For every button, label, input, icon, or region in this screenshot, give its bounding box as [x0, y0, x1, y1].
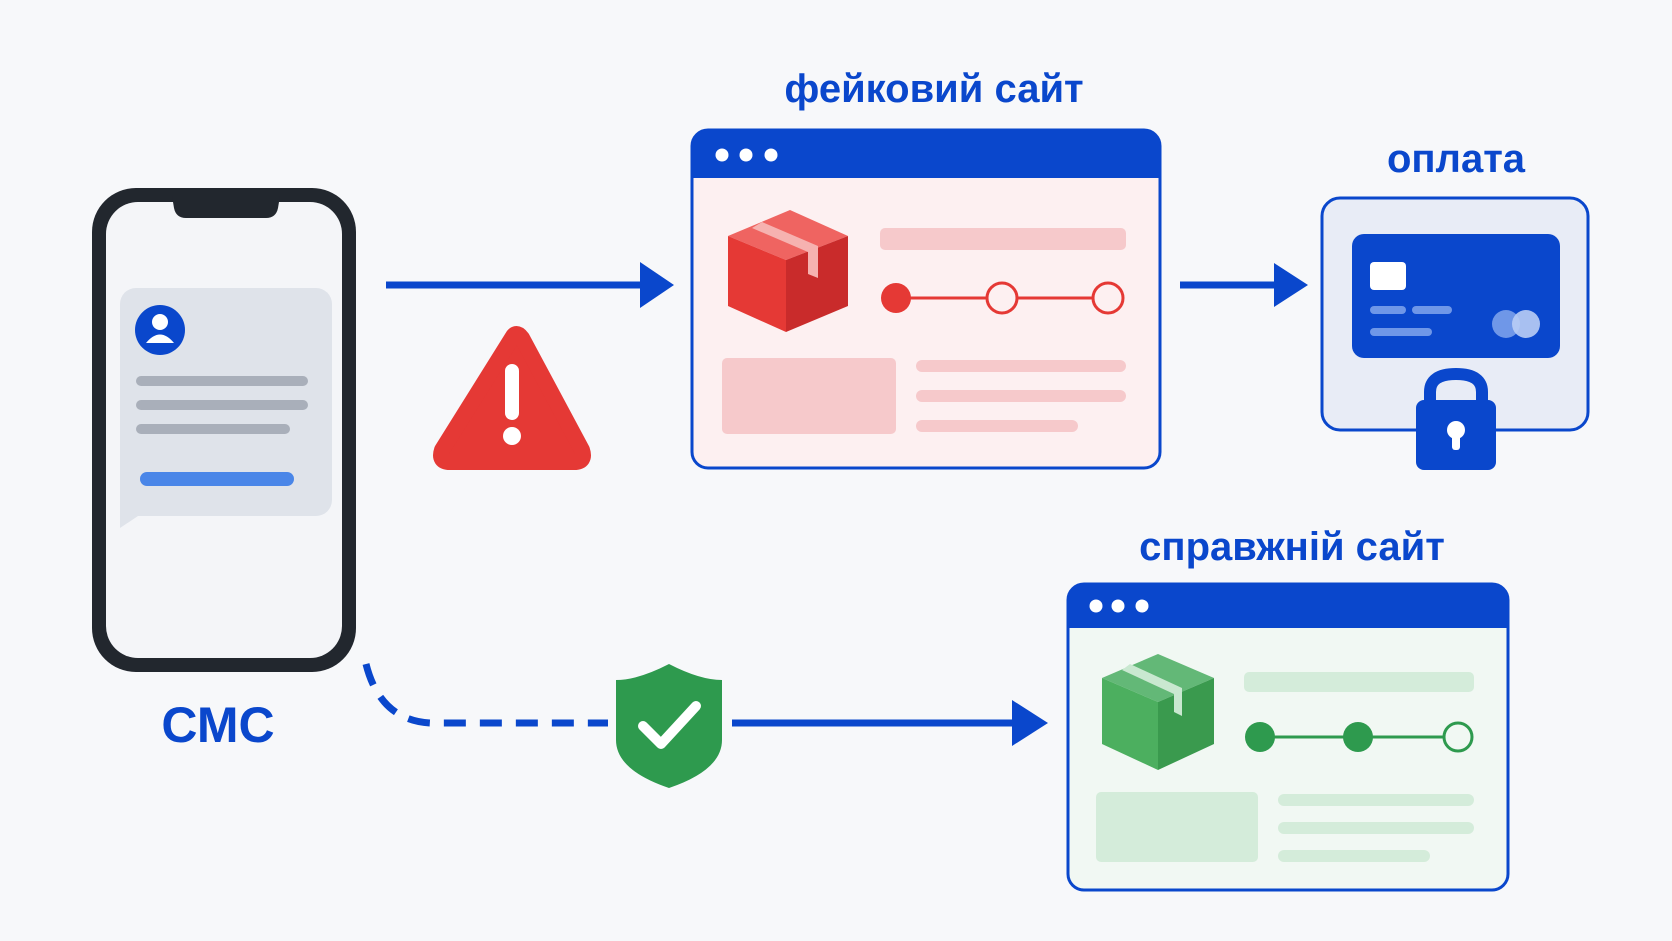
progress-step-pending [1091, 281, 1125, 315]
browser-title-bar [1068, 584, 1508, 628]
content-placeholder [1244, 672, 1474, 692]
user-avatar-icon [135, 305, 185, 355]
smartphone-icon [92, 188, 356, 672]
sms-message-bubble [120, 288, 332, 528]
progress-step-pending [985, 281, 1019, 315]
fake-site-label: фейковий сайт [784, 67, 1083, 111]
dashed-path-phone-to-shield [362, 663, 608, 727]
window-dot-icon [739, 148, 753, 162]
real-site-label: справжній сайт [1139, 525, 1445, 569]
image-placeholder [1096, 792, 1258, 862]
text-line-placeholder [1278, 794, 1474, 806]
package-box-icon [1102, 654, 1214, 770]
payment-panel [1320, 196, 1590, 470]
window-dot-icon [764, 148, 778, 162]
text-line-placeholder [1278, 822, 1474, 834]
browser-title-bar [692, 130, 1160, 178]
progress-step-done [1245, 722, 1275, 752]
phone-label: СМС [161, 697, 274, 753]
progress-step-done [881, 283, 911, 313]
text-line-placeholder [916, 390, 1126, 402]
warning-triangle-icon [433, 326, 591, 470]
arrow-head [640, 262, 674, 308]
window-dot-icon [1135, 599, 1149, 613]
real-site-window [1066, 582, 1510, 892]
window-dot-icon [715, 148, 729, 162]
arrow-head [1012, 700, 1048, 746]
progress-tracker [881, 281, 1125, 315]
message-text-line [136, 400, 308, 410]
progress-step-pending [1442, 721, 1474, 753]
window-dot-icon [1089, 599, 1103, 613]
credit-card-icon [1352, 234, 1560, 358]
text-line-placeholder [916, 360, 1126, 372]
package-box-icon [728, 210, 848, 332]
content-placeholder [880, 228, 1126, 250]
shield-check-icon [616, 664, 722, 788]
payment-label: оплата [1387, 137, 1526, 181]
progress-tracker [1245, 721, 1474, 753]
text-line-placeholder [916, 420, 1078, 432]
message-text-line [136, 424, 290, 434]
arrow-head [1274, 263, 1308, 307]
image-placeholder [722, 358, 896, 434]
message-link [140, 472, 294, 486]
text-line-placeholder [1278, 850, 1430, 862]
fake-site-window [690, 128, 1162, 470]
padlock-icon [1416, 367, 1496, 470]
message-text-line [136, 376, 308, 386]
progress-step-done [1343, 722, 1373, 752]
window-dot-icon [1111, 599, 1125, 613]
